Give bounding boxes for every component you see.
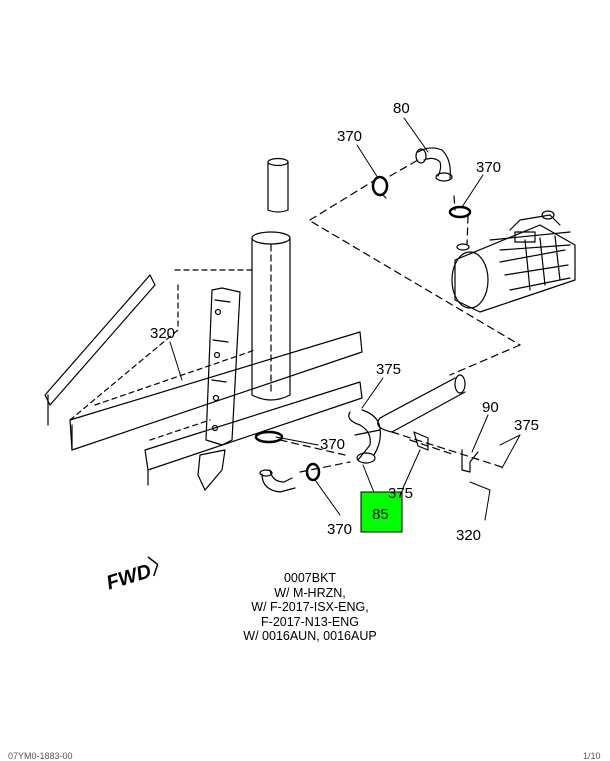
clamp-370-top: [371, 175, 389, 199]
drawing-number: 07YM0-1883-00: [8, 751, 73, 761]
callout-90[interactable]: 90: [482, 399, 499, 416]
caption-line: F-2017-N13-ENG: [261, 614, 359, 629]
bracket-90: [413, 431, 479, 473]
clamp-370-bottom: [305, 462, 321, 482]
callout-320-bottom[interactable]: 320: [456, 527, 481, 544]
clamp-370-right: [448, 205, 472, 219]
callout-85[interactable]: 85: [372, 506, 389, 523]
bent-pipe: [348, 409, 381, 464]
leader-lines: [169, 117, 521, 521]
applicability-caption: 0007BKT W/ M-HRZN, W/ F-2017-ISX-ENG, F-…: [180, 571, 440, 644]
elbow-lower: [259, 469, 296, 493]
callout-375-mid[interactable]: 375: [388, 485, 413, 502]
aftertreatment-device: [451, 210, 576, 313]
callout-370-bottom[interactable]: 370: [327, 521, 352, 538]
page-number: 1/10: [583, 751, 601, 761]
callout-370-mid[interactable]: 370: [320, 436, 345, 453]
callout-370-right[interactable]: 370: [476, 159, 501, 176]
elbow-80: [415, 147, 453, 182]
caption-line: W/ M-HRZN,: [274, 585, 346, 600]
forward-direction-indicator: FWD: [104, 556, 159, 595]
caption-line: W/ 0016AUN, 0016AUP: [243, 629, 377, 643]
tailpipe-375: [377, 374, 466, 433]
frame-crossmember: [44, 269, 363, 486]
clamp-370-mid: [254, 430, 284, 444]
fwd-arrow-icon: [147, 556, 159, 577]
callout-320-left[interactable]: 320: [150, 325, 175, 342]
assembly-dash-lines: [279, 159, 521, 473]
caption-line: W/ F-2017-ISX-ENG,: [251, 600, 369, 614]
callout-80[interactable]: 80: [393, 100, 410, 117]
caption-line: 0007BKT: [283, 571, 337, 585]
callout-375-right[interactable]: 375: [514, 417, 539, 434]
vertical-stack-pipe: [251, 157, 291, 401]
callout-375-top[interactable]: 375: [376, 361, 401, 378]
callout-370-top[interactable]: 370: [337, 128, 362, 145]
fwd-label: FWD: [104, 560, 154, 594]
vertical-bracket: [197, 287, 241, 491]
callout-85-highlight[interactable]: [360, 491, 403, 533]
